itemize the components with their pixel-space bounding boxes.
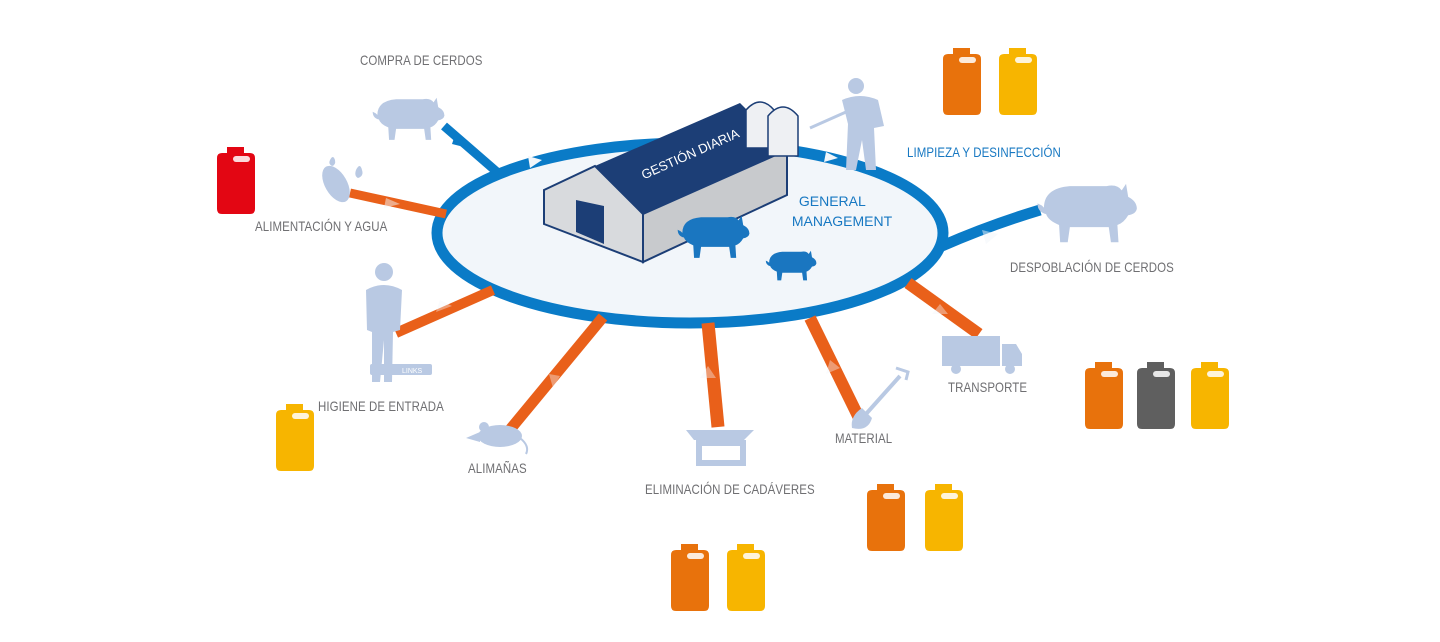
label-despoblacion-de-cerdos: DESPOBLACIÓN DE CERDOS — [1010, 259, 1174, 275]
shovel-icon — [851, 366, 910, 429]
arrowhead — [700, 366, 716, 378]
label-transporte: TRANSPORTE — [948, 379, 1028, 395]
arrow-eliminacion — [701, 322, 725, 428]
label-alimanas: ALIMAÑAS — [468, 460, 527, 476]
arrowhead — [452, 132, 468, 148]
arrowhead — [982, 230, 998, 244]
pig-icon — [1037, 183, 1137, 243]
jerrycan-icon — [867, 484, 905, 551]
arrow-transporte — [904, 278, 983, 339]
jerrycan-icon — [1137, 362, 1175, 429]
jerrycan-icon — [943, 48, 981, 115]
jerrycan-icon — [1191, 362, 1229, 429]
jerrycan-icon — [925, 484, 963, 551]
arrowhead — [436, 300, 452, 312]
arrow-compra — [441, 122, 500, 176]
worker-sprayer-icon — [809, 78, 884, 170]
arrowhead — [826, 360, 840, 374]
arrowhead — [528, 156, 542, 168]
jerrycan-icon — [999, 48, 1037, 115]
arrow-despoblacion — [939, 204, 1042, 252]
rat-icon — [466, 422, 529, 455]
label-higiene-de-entrada: HIGIENE DE ENTRADA — [318, 398, 444, 414]
jerrycan-icon — [276, 404, 314, 471]
process-arrows — [349, 122, 1042, 436]
arrow-higiene — [393, 285, 496, 338]
label-material: MATERIAL — [835, 430, 893, 446]
general-management-label: GENERAL MANAGEMENT — [792, 193, 893, 229]
jerrycan-icon — [217, 147, 255, 214]
label-compra-de-cerdos: COMPRA DE CERDOS — [360, 52, 483, 68]
arrowhead — [384, 198, 400, 208]
jerrycan-icon — [1085, 362, 1123, 429]
corn-water-icon — [322, 157, 363, 203]
jerrycan-icon — [671, 544, 709, 611]
arrowhead — [932, 304, 948, 314]
arrowhead — [549, 374, 560, 388]
container-icon — [686, 430, 754, 466]
jerrycan-icon — [727, 544, 765, 611]
truck-icon — [942, 336, 1022, 374]
arrow-material — [804, 315, 866, 423]
pig-icon — [372, 97, 445, 140]
arrowhead — [670, 298, 684, 310]
label-eliminacion-de-cadaveres: ELIMINACIÓN DE CADÁVERES — [645, 481, 815, 497]
footbath-mat-text: LINKS — [402, 368, 423, 375]
person-footbath-icon — [366, 263, 432, 382]
label-alimentacion-y-agua: ALIMENTACIÓN Y AGUA — [255, 218, 388, 234]
arrowhead — [824, 152, 838, 162]
arrow-alimanas — [503, 313, 608, 436]
label-limpieza-y-desinfeccion: LIMPIEZA Y DESINFECCIÓN — [907, 144, 1061, 160]
